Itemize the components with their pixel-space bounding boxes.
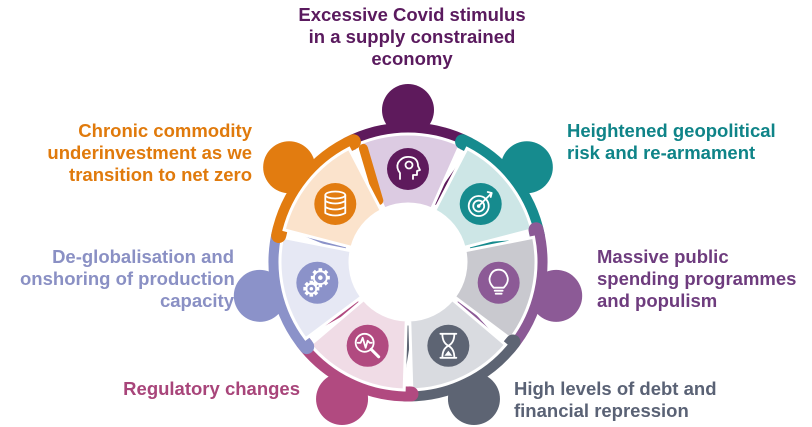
label-covid-line-2: in a supply constrained [308,26,516,47]
wheel-hub [352,206,464,318]
wheel-segments [233,84,583,425]
label-covid-line-3: economy [371,48,453,69]
database-icon [314,183,357,226]
label-geopolitics-line-2: risk and re-armament [567,142,756,163]
magnifier-chart-icon [346,324,389,367]
head-covid [382,84,434,136]
label-commodity-line-3: transition to net zero [69,164,252,185]
label-regulatory-line-1: Regulatory changes [123,378,300,399]
head-debt [447,372,500,425]
target-arrow-icon [459,183,502,226]
label-deglobal-line-2: onshoring of production [20,268,235,289]
segment-covid [340,84,476,211]
label-public-line-3: and populism [597,290,718,311]
gears-icon [296,261,339,304]
hourglass-icon [427,324,470,367]
label-public: Massive public spending programmes and p… [597,246,809,312]
label-debt: High levels of debt and financial repres… [514,378,804,422]
head-regulatory [316,372,369,425]
label-commodity-line-1: Chronic commodity [78,120,252,141]
label-deglobal-line-3: capacity [159,290,234,311]
label-commodity-line-2: underinvestment as we [47,142,252,163]
label-public-line-1: Massive public [597,246,729,267]
label-debt-line-1: High levels of debt and [514,378,717,399]
label-deglobal: De-globalisation and onshoring of produc… [20,246,235,312]
head-deglobal [233,269,286,322]
head-geopolitics [500,141,553,194]
head-lightbulb-icon [387,148,429,190]
arm-commodity [358,143,384,206]
label-covid-line-1: Excessive Covid stimulus [298,4,526,25]
label-regulatory: Regulatory changes [60,378,300,400]
segment-commodity [263,134,384,250]
label-debt-line-2: financial repression [514,400,689,421]
head-public [530,269,583,322]
head-commodity [263,141,316,194]
label-geopolitics-line-1: Heightened geopolitical [567,120,776,141]
lightbulb-icon [477,261,520,304]
label-public-line-2: spending programmes [597,268,797,289]
segment-deglobal [233,221,364,355]
label-covid: Excessive Covid stimulus in a supply con… [262,4,562,70]
label-geopolitics: Heightened geopolitical risk and re-arma… [567,120,807,164]
label-commodity: Chronic commodity underinvestment as we … [20,120,252,186]
segment-public [452,222,583,355]
label-deglobal-line-1: De-globalisation and [52,246,234,267]
